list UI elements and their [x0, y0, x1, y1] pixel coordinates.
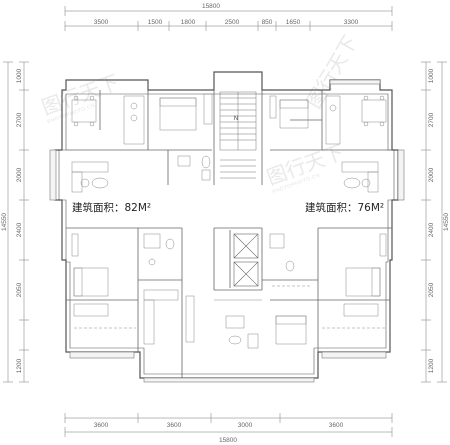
bottom-dimension: [64, 413, 393, 437]
right-unit-area-label: 建筑面积：76M²: [305, 201, 384, 214]
right-seg-1: 1000: [428, 68, 435, 83]
left-seg-5: 2050: [16, 282, 23, 297]
top-seg-3: 1800: [181, 19, 196, 26]
bottom-total-label: 15800: [219, 437, 237, 444]
right-seg-2: 2700: [428, 112, 435, 127]
balconies: [49, 79, 405, 383]
stair-direction-label: N: [234, 116, 238, 122]
top-seg-5: 850: [262, 19, 273, 26]
top-seg-1: 3500: [94, 19, 109, 26]
right-seg-3: 2000: [428, 167, 435, 182]
bottom-seg-2: 3600: [167, 422, 182, 429]
left-seg-2: 2700: [16, 112, 23, 127]
watermark-left: 图行天下 PHOTOPHOTO.CN: [39, 70, 122, 126]
left-total-label: 14550: [1, 213, 8, 231]
top-seg-7: 3300: [344, 19, 359, 26]
furniture-bottom-middle: [185, 295, 262, 349]
left-seg-1: 1000: [16, 68, 23, 83]
bottom-seg-3: 3000: [238, 422, 253, 429]
top-seg-4: 2500: [225, 19, 240, 26]
stairwell: [219, 91, 257, 179]
left-unit-area-label: 建筑面积：82M²: [72, 201, 151, 214]
furniture-right-unit: [269, 95, 387, 345]
bottom-seg-4: 3600: [329, 422, 344, 429]
top-seg-6: 1650: [286, 19, 301, 26]
top-seg-2: 1500: [148, 19, 163, 26]
right-total-label: 14550: [443, 213, 450, 231]
watermark-right-top-text: 图行天下: [302, 31, 363, 112]
right-seg-5: 2050: [428, 282, 435, 297]
right-dimension: [421, 61, 447, 383]
watermark-right: 图行天下 PHOTOPHOTO.CN: [264, 140, 347, 196]
right-seg-4: 2400: [428, 222, 435, 237]
bottom-seg-1: 3600: [94, 422, 109, 429]
left-seg-4: 2400: [16, 222, 23, 237]
left-dimension: [3, 61, 29, 383]
watermark-right-top: 图行天下: [302, 31, 363, 112]
exterior-walls: [54, 71, 399, 379]
elevator: [233, 233, 259, 287]
right-seg-6: 1200: [428, 358, 435, 373]
top-total-label: 15800: [202, 3, 220, 10]
top-dimension: [64, 6, 393, 31]
interior-walls: [66, 90, 392, 378]
furniture-left-unit: [71, 93, 213, 345]
left-seg-3: 2000: [16, 167, 23, 182]
left-seg-6: 1200: [16, 358, 23, 373]
